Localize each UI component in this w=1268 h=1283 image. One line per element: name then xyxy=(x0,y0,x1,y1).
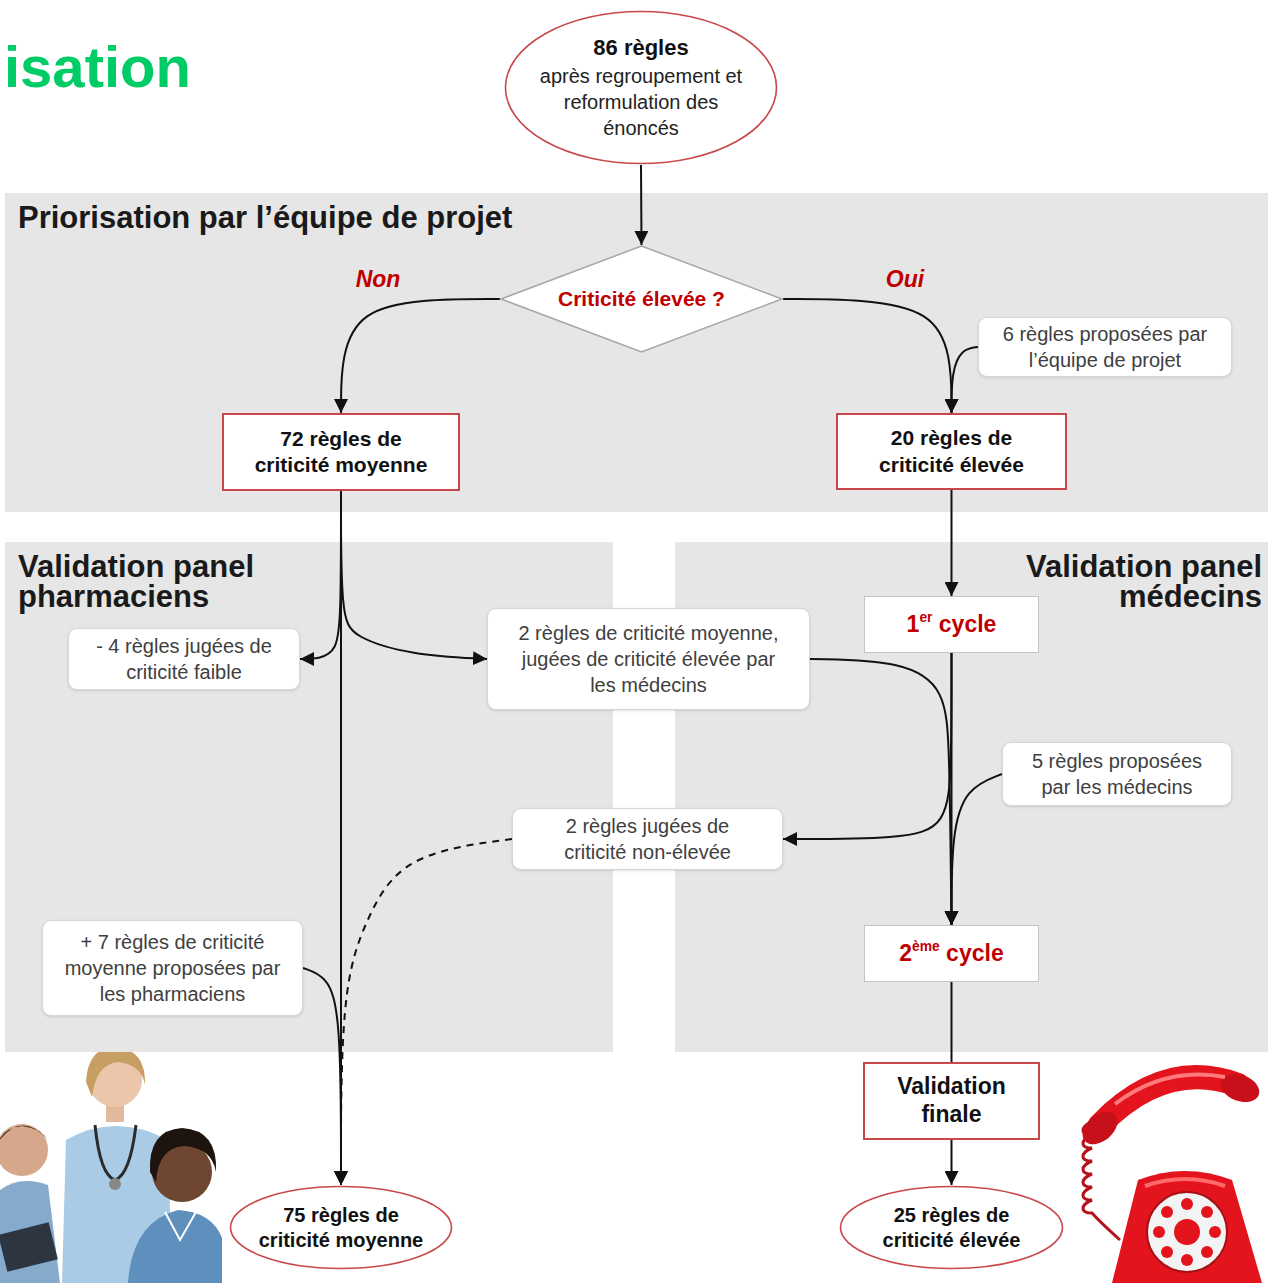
callout-note: - 4 règles jugées de criticité faible xyxy=(68,628,300,690)
stethoscope-head xyxy=(109,1178,121,1190)
phone-body xyxy=(1112,1171,1262,1283)
handset-cup xyxy=(1076,1105,1123,1151)
ellipse-shape xyxy=(841,1187,1063,1269)
node-text: Criticité élevée ? xyxy=(558,286,725,311)
process-box: 20 règles de criticité élevée xyxy=(836,413,1067,490)
node-text: 75 règles de criticité moyenne xyxy=(249,1203,434,1252)
dial-hole xyxy=(1153,1226,1165,1238)
node-text: 5 règles proposées par les médecins xyxy=(1022,748,1212,800)
flow-arrow xyxy=(951,490,953,596)
flow-arrow xyxy=(951,1140,953,1185)
flow-arrow xyxy=(340,491,342,1185)
terminal-ellipse: 86 règlesaprès regroupement et reformula… xyxy=(504,10,778,165)
node-text: 20 règles de criticité élevée xyxy=(854,425,1049,478)
scrubs xyxy=(128,1210,222,1283)
hair xyxy=(86,1048,145,1097)
process-box: Validation finale xyxy=(863,1062,1040,1140)
red-telephone xyxy=(1076,1069,1263,1283)
dial-hole xyxy=(1161,1206,1173,1218)
text-part: cycle xyxy=(932,611,996,637)
superscript: er xyxy=(919,610,932,625)
flow-arrow xyxy=(303,968,341,1185)
node-text: + 7 règles de criticité moyenne proposée… xyxy=(57,929,289,1007)
flow-arrow xyxy=(341,491,487,659)
flow-arrow xyxy=(640,165,643,245)
ellipse-shape xyxy=(506,12,777,164)
text-part: 2 xyxy=(899,940,912,966)
cycle-box: 1er cycle xyxy=(864,596,1039,653)
node-text: 2ème cycle xyxy=(899,940,1003,968)
flow-arrow xyxy=(783,653,952,839)
title: isation xyxy=(4,38,191,96)
node-text: 86 règles xyxy=(593,34,688,63)
dial-hole xyxy=(1181,1254,1193,1266)
callout-note: 5 règles proposées par les médecins xyxy=(1002,742,1232,806)
hair xyxy=(150,1128,216,1182)
callout-note: 6 règles proposées par l’équipe de proje… xyxy=(978,317,1232,377)
text-part: cycle xyxy=(940,940,1004,966)
dial-hole xyxy=(1201,1246,1213,1258)
node-text: Validation finale xyxy=(882,1073,1022,1128)
flow-arrow xyxy=(300,491,341,659)
tablet xyxy=(0,1222,58,1271)
callout-note: + 7 règles de criticité moyenne proposée… xyxy=(42,920,303,1016)
head xyxy=(0,1124,48,1176)
terminal-ellipse: 75 règles de criticité moyenne xyxy=(229,1185,453,1270)
ellipse-shape xyxy=(231,1187,452,1269)
edge-label-holder: Non xyxy=(353,266,404,292)
node-text: - 4 règles jugées de criticité faible xyxy=(77,633,291,685)
flow-arrow xyxy=(952,347,979,413)
dial-hole xyxy=(1209,1226,1221,1238)
decision-diamond: Criticité élevée ? xyxy=(500,245,783,353)
edge-label: Non xyxy=(353,266,404,292)
diamond-shape xyxy=(501,246,782,352)
band-heading: Priorisation par l’équipe de projet xyxy=(18,203,918,233)
flow-arrow xyxy=(951,653,953,925)
text-part: 1 xyxy=(907,611,920,637)
node-text: 6 règles proposées par l’équipe de proje… xyxy=(991,321,1219,373)
flow-arrow xyxy=(783,299,952,413)
hair xyxy=(0,1125,48,1142)
medical-staff-photo xyxy=(0,1048,222,1283)
flow-arrow xyxy=(341,839,512,1185)
terminal-ellipse: 25 règles de criticité élevée xyxy=(839,1185,1064,1270)
dial-hole xyxy=(1161,1246,1173,1258)
stethoscope xyxy=(95,1125,136,1180)
ellipse-outline xyxy=(229,1185,453,1270)
node-text: après regroupement et reformulation des … xyxy=(529,63,754,141)
node-text: 2 règles de criticité moyenne, jugées de… xyxy=(513,620,785,698)
swimlane-band: Priorisation par l’équipe de projetCriti… xyxy=(5,193,1268,512)
edge-label-holder: Oui xyxy=(883,266,927,292)
callout-note: 2 règles jugées de criticité non-élevée xyxy=(512,808,783,870)
flow-arrow xyxy=(952,774,1003,925)
node-text: 25 règles de criticité élevée xyxy=(859,1203,1044,1252)
process-box: 72 règles de criticité moyenne xyxy=(222,413,460,491)
edge-label: Oui xyxy=(883,266,927,292)
superscript: ème xyxy=(912,939,940,954)
phone-highlight xyxy=(1145,1179,1225,1186)
title-holder: isation xyxy=(4,38,191,96)
node-text: 1er cycle xyxy=(907,611,997,639)
flow-arrow xyxy=(810,659,952,925)
dial-center xyxy=(1174,1219,1200,1245)
callout-note: 2 règles de criticité moyenne, jugées de… xyxy=(487,608,810,710)
handset-cup xyxy=(1217,1069,1263,1107)
node-text: 72 règles de criticité moyenne xyxy=(244,426,439,479)
ellipse-outline xyxy=(504,10,778,165)
dial-hole xyxy=(1201,1206,1213,1218)
collar xyxy=(165,1212,196,1240)
dial-hole xyxy=(1181,1198,1193,1210)
handset-highlight xyxy=(1115,1075,1225,1104)
node-text: 2 règles jugées de criticité non-élevée xyxy=(548,813,748,865)
cycle-box: 2ème cycle xyxy=(864,925,1039,982)
ellipse-outline xyxy=(839,1185,1064,1270)
phone-dial xyxy=(1147,1192,1227,1272)
flow-arrow xyxy=(951,982,953,1062)
band-heading: Validation panel pharmaciens xyxy=(18,552,298,612)
flow-arrow xyxy=(341,299,500,413)
